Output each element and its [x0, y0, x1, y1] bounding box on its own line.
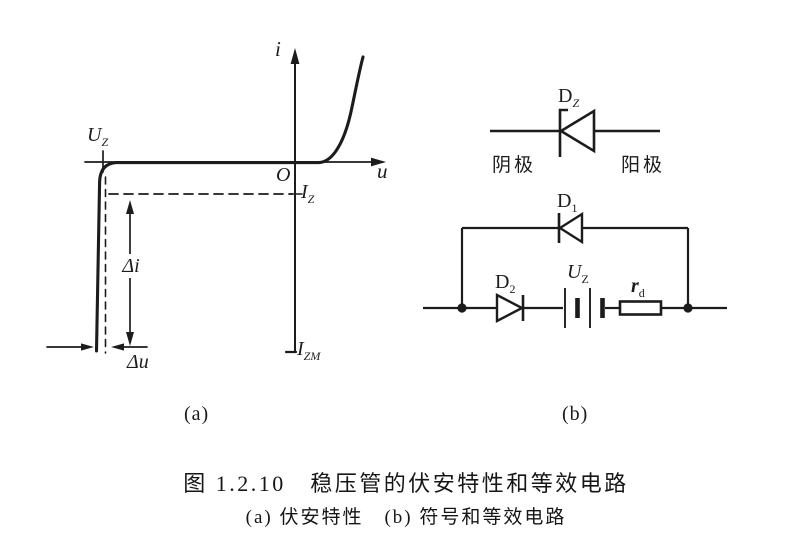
delta-u-arrows	[46, 343, 148, 351]
characteristic-curve	[94, 55, 365, 353]
d1-main: D	[557, 190, 572, 212]
delta-u-label: Δu	[127, 351, 149, 373]
origin-label: O	[276, 164, 291, 186]
rd-label: rd	[631, 275, 645, 299]
iz-label: IZ	[301, 181, 314, 205]
battery-symbol	[564, 288, 605, 328]
izm-main: I	[297, 338, 304, 360]
i-axis-label: i	[275, 37, 281, 61]
d1-sub: 1	[571, 201, 578, 215]
dz-sub: Z	[572, 96, 580, 110]
zener-diode-symbol	[490, 108, 660, 157]
dz-label: DZ	[558, 85, 579, 109]
resistor-symbol	[618, 300, 663, 316]
circuit-diagram	[423, 108, 727, 328]
cathode-label: 阴极	[492, 155, 537, 176]
right-node-dot	[683, 303, 693, 313]
uz-batt-main: U	[567, 261, 582, 283]
d1-label: D1	[557, 190, 577, 214]
d2-main: D	[495, 271, 510, 293]
sublabel-a: (a)	[184, 403, 210, 425]
iv-characteristic-plot	[46, 48, 386, 354]
izm-label: IZM	[297, 338, 320, 362]
uz-batt-sub: Z	[581, 272, 589, 286]
diode-d2-symbol	[495, 293, 525, 323]
figure-caption-title: 图 1.2.10 稳压管的伏安特性和等效电路	[183, 471, 629, 496]
delta-i-label: Δi	[112, 254, 150, 278]
u-axis-label: u	[377, 159, 388, 183]
iz-sub: Z	[307, 192, 315, 206]
iz-main: I	[301, 181, 308, 203]
dz-main: D	[558, 85, 573, 107]
izm-sub: ZM	[303, 349, 321, 363]
i-axis	[284, 48, 303, 354]
uz-main: U	[87, 124, 102, 146]
uz-breakdown-label: UZ	[87, 124, 108, 148]
d2-sub: 2	[509, 282, 516, 296]
figure-caption-subtitle: (a) 伏安特性 (b) 符号和等效电路	[245, 507, 567, 528]
diode-d1-symbol	[557, 211, 584, 245]
sublabel-b: (b)	[562, 403, 589, 425]
rd-sub: d	[638, 286, 645, 300]
rd-main: r	[631, 275, 639, 297]
uz-battery-label: UZ	[567, 261, 589, 285]
anode-label: 阳极	[621, 155, 666, 176]
left-node-dot	[457, 303, 467, 313]
equivalent-circuit	[423, 211, 727, 328]
d2-label: D2	[495, 271, 515, 295]
uz-sub: Z	[101, 135, 109, 149]
